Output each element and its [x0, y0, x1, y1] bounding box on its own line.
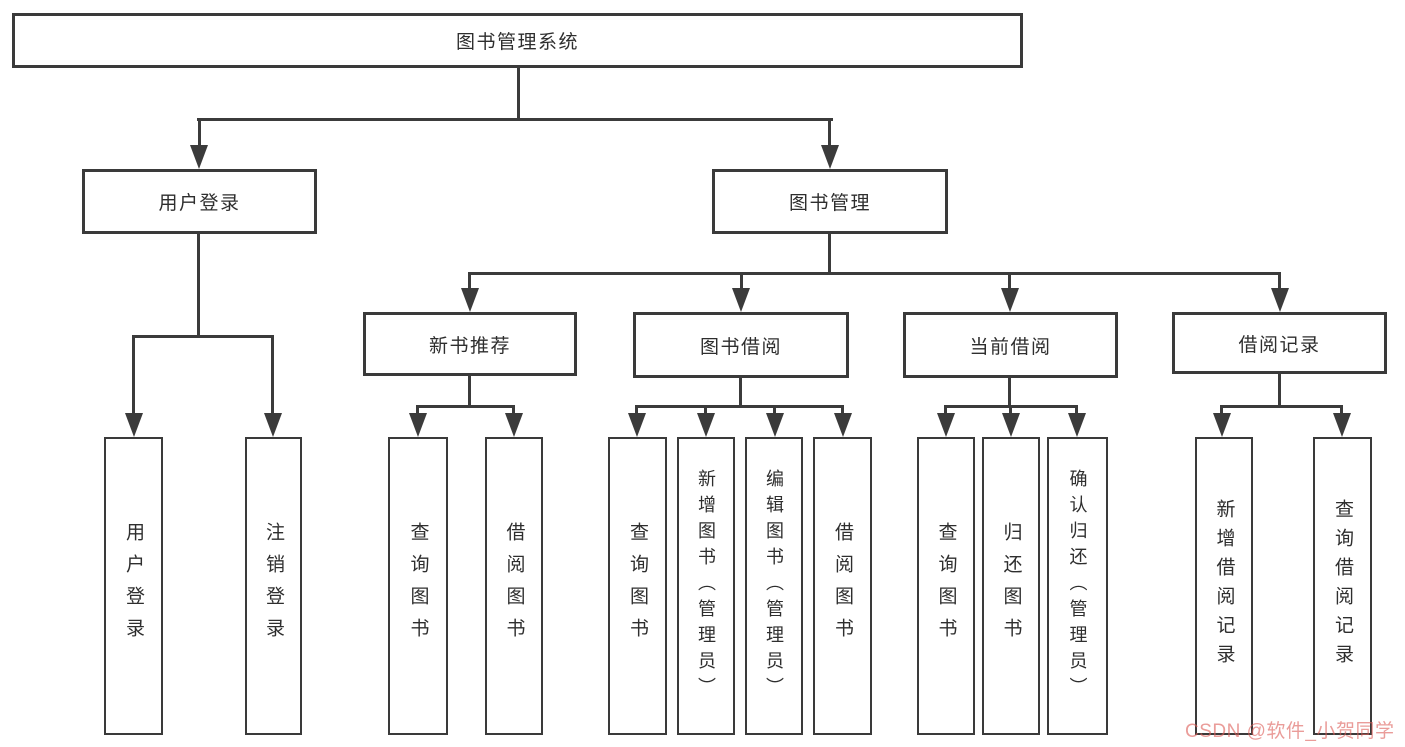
arrow-down-icon [1213, 413, 1231, 437]
edge-line [740, 272, 743, 292]
leaf-logout-label: 注销登录 [263, 522, 284, 650]
edge-line [132, 335, 135, 417]
node-new-book-recommend: 新书推荐 [363, 312, 577, 376]
leaf-cb-return-book-label: 归还图书 [1000, 522, 1022, 650]
edge-line [1009, 405, 1012, 417]
edge-line [739, 377, 742, 407]
leaf-br-add-record: 新增借阅记录 [1195, 437, 1253, 735]
node-user-login-label: 用户登录 [158, 193, 241, 214]
arrow-down-icon [125, 413, 143, 437]
leaf-bb-borrow-book-label: 借阅图书 [832, 522, 853, 650]
edge-line [517, 67, 520, 118]
edge-line [132, 335, 274, 338]
csdn-watermark: CSDN @软件_小贺同学 [1185, 721, 1395, 742]
arrow-down-icon [264, 413, 282, 437]
arrow-down-icon [732, 288, 750, 312]
leaf-br-query-record-label: 查询借阅记录 [1332, 499, 1353, 673]
arrow-down-icon [937, 413, 955, 437]
arrow-down-icon [505, 413, 523, 437]
leaf-br-query-record: 查询借阅记录 [1313, 437, 1372, 735]
edge-line [416, 405, 515, 408]
node-book-borrow-label: 图书借阅 [699, 336, 782, 358]
arrow-down-icon [1068, 413, 1086, 437]
arrow-down-icon [1333, 413, 1351, 437]
edge-line [828, 118, 831, 148]
node-book-management-label: 图书管理 [788, 193, 871, 214]
leaf-bb-add-book-admin-label: 新增图书（管理员） [696, 469, 716, 703]
node-root-label: 图书管理系统 [455, 32, 579, 53]
edge-line [198, 118, 201, 148]
leaf-user-login-label: 用户登录 [123, 522, 144, 650]
edge-line [1008, 272, 1011, 292]
leaf-user-login: 用户登录 [104, 437, 163, 735]
leaf-nb-query-book-label: 查询图书 [407, 522, 429, 650]
edge-line [1340, 405, 1343, 417]
edge-line [197, 118, 833, 121]
edge-line [468, 272, 471, 292]
arrow-down-icon [766, 413, 784, 437]
edge-line [635, 405, 844, 408]
leaf-bb-query-book-label: 查询图书 [627, 522, 648, 650]
leaf-logout: 注销登录 [245, 437, 302, 735]
leaf-bb-edit-book-admin-label: 编辑图书（管理员） [764, 469, 784, 703]
arrow-down-icon [697, 413, 715, 437]
edge-line [1278, 272, 1281, 292]
leaf-cb-return-book: 归还图书 [982, 437, 1040, 735]
arrow-down-icon [409, 413, 427, 437]
edge-line [468, 375, 471, 407]
leaf-cb-confirm-return-admin: 确认归还（管理员） [1047, 437, 1108, 735]
node-book-management: 图书管理 [712, 169, 948, 234]
arrow-down-icon [834, 413, 852, 437]
arrow-down-icon [461, 288, 479, 312]
leaf-bb-borrow-book: 借阅图书 [813, 437, 872, 735]
leaf-cb-query-book: 查询图书 [917, 437, 975, 735]
edge-line [1220, 405, 1343, 408]
node-current-borrow: 当前借阅 [903, 312, 1118, 378]
edge-line [1220, 405, 1223, 417]
edge-line [1278, 373, 1281, 407]
edge-line [1008, 377, 1011, 407]
edge-line [828, 233, 831, 274]
leaf-cb-confirm-return-admin-label: 确认归还（管理员） [1067, 469, 1088, 703]
arrow-down-icon [1002, 413, 1020, 437]
node-current-borrow-label: 当前借阅 [969, 336, 1052, 358]
node-root: 图书管理系统 [12, 13, 1023, 68]
arrow-down-icon [821, 145, 839, 169]
node-borrow-record: 借阅记录 [1172, 312, 1387, 374]
edge-line [635, 405, 638, 417]
leaf-bb-add-book-admin: 新增图书（管理员） [677, 437, 735, 735]
arrow-down-icon [1271, 288, 1289, 312]
edge-line [1075, 405, 1078, 417]
leaf-bb-edit-book-admin: 编辑图书（管理员） [745, 437, 803, 735]
leaf-nb-query-book: 查询图书 [388, 437, 448, 735]
leaf-nb-borrow-book-label: 借阅图书 [503, 522, 525, 650]
edge-line [197, 233, 200, 337]
node-book-borrow: 图书借阅 [633, 312, 849, 378]
edge-line [704, 405, 707, 417]
node-new-book-recommend-label: 新书推荐 [428, 335, 511, 357]
edge-line [416, 405, 419, 417]
edge-line [271, 335, 274, 417]
leaf-bb-query-book: 查询图书 [608, 437, 667, 735]
leaf-br-add-record-label: 新增借阅记录 [1213, 499, 1235, 673]
edge-line [841, 405, 844, 417]
edge-line [468, 272, 1281, 275]
arrow-down-icon [1001, 288, 1019, 312]
edge-line [773, 405, 776, 417]
leaf-nb-borrow-book: 借阅图书 [485, 437, 543, 735]
node-user-login: 用户登录 [82, 169, 317, 234]
edge-line [944, 405, 947, 417]
edge-line [512, 405, 515, 417]
node-borrow-record-label: 借阅记录 [1238, 334, 1321, 356]
arrow-down-icon [628, 413, 646, 437]
leaf-cb-query-book-label: 查询图书 [935, 522, 957, 650]
arrow-down-icon [190, 145, 208, 169]
